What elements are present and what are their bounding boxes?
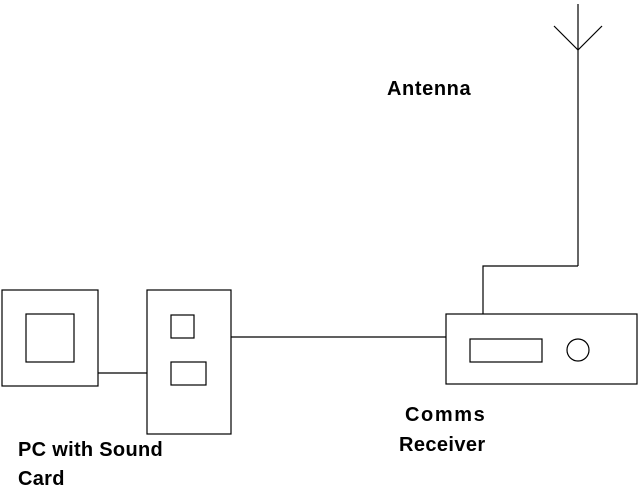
receiver-label-line2: Receiver: [399, 434, 486, 456]
receiver-label-line1: Comms: [405, 404, 487, 426]
monitor-frame: [1, 289, 99, 387]
monitor-screen: [25, 313, 75, 363]
drive-bay-wide: [170, 361, 207, 386]
comms-receiver: [445, 313, 638, 385]
antenna-symbol: [553, 4, 603, 266]
pc-tower: [146, 289, 232, 435]
antenna-label: Antenna: [387, 78, 472, 100]
pc-monitor: [1, 289, 99, 387]
receiver-body: [445, 313, 638, 385]
pc-label-line1: PC with Sound: [18, 439, 163, 461]
tower-body: [146, 289, 232, 435]
pc-label-line2: Card: [18, 468, 65, 490]
receiver-knob: [566, 338, 590, 362]
antenna-right-arm: [577, 25, 603, 51]
receiver-display: [469, 338, 543, 363]
antenna-left-arm: [553, 25, 579, 51]
antenna-feed-cable: [482, 265, 578, 314]
drive-bay-small: [170, 314, 195, 339]
